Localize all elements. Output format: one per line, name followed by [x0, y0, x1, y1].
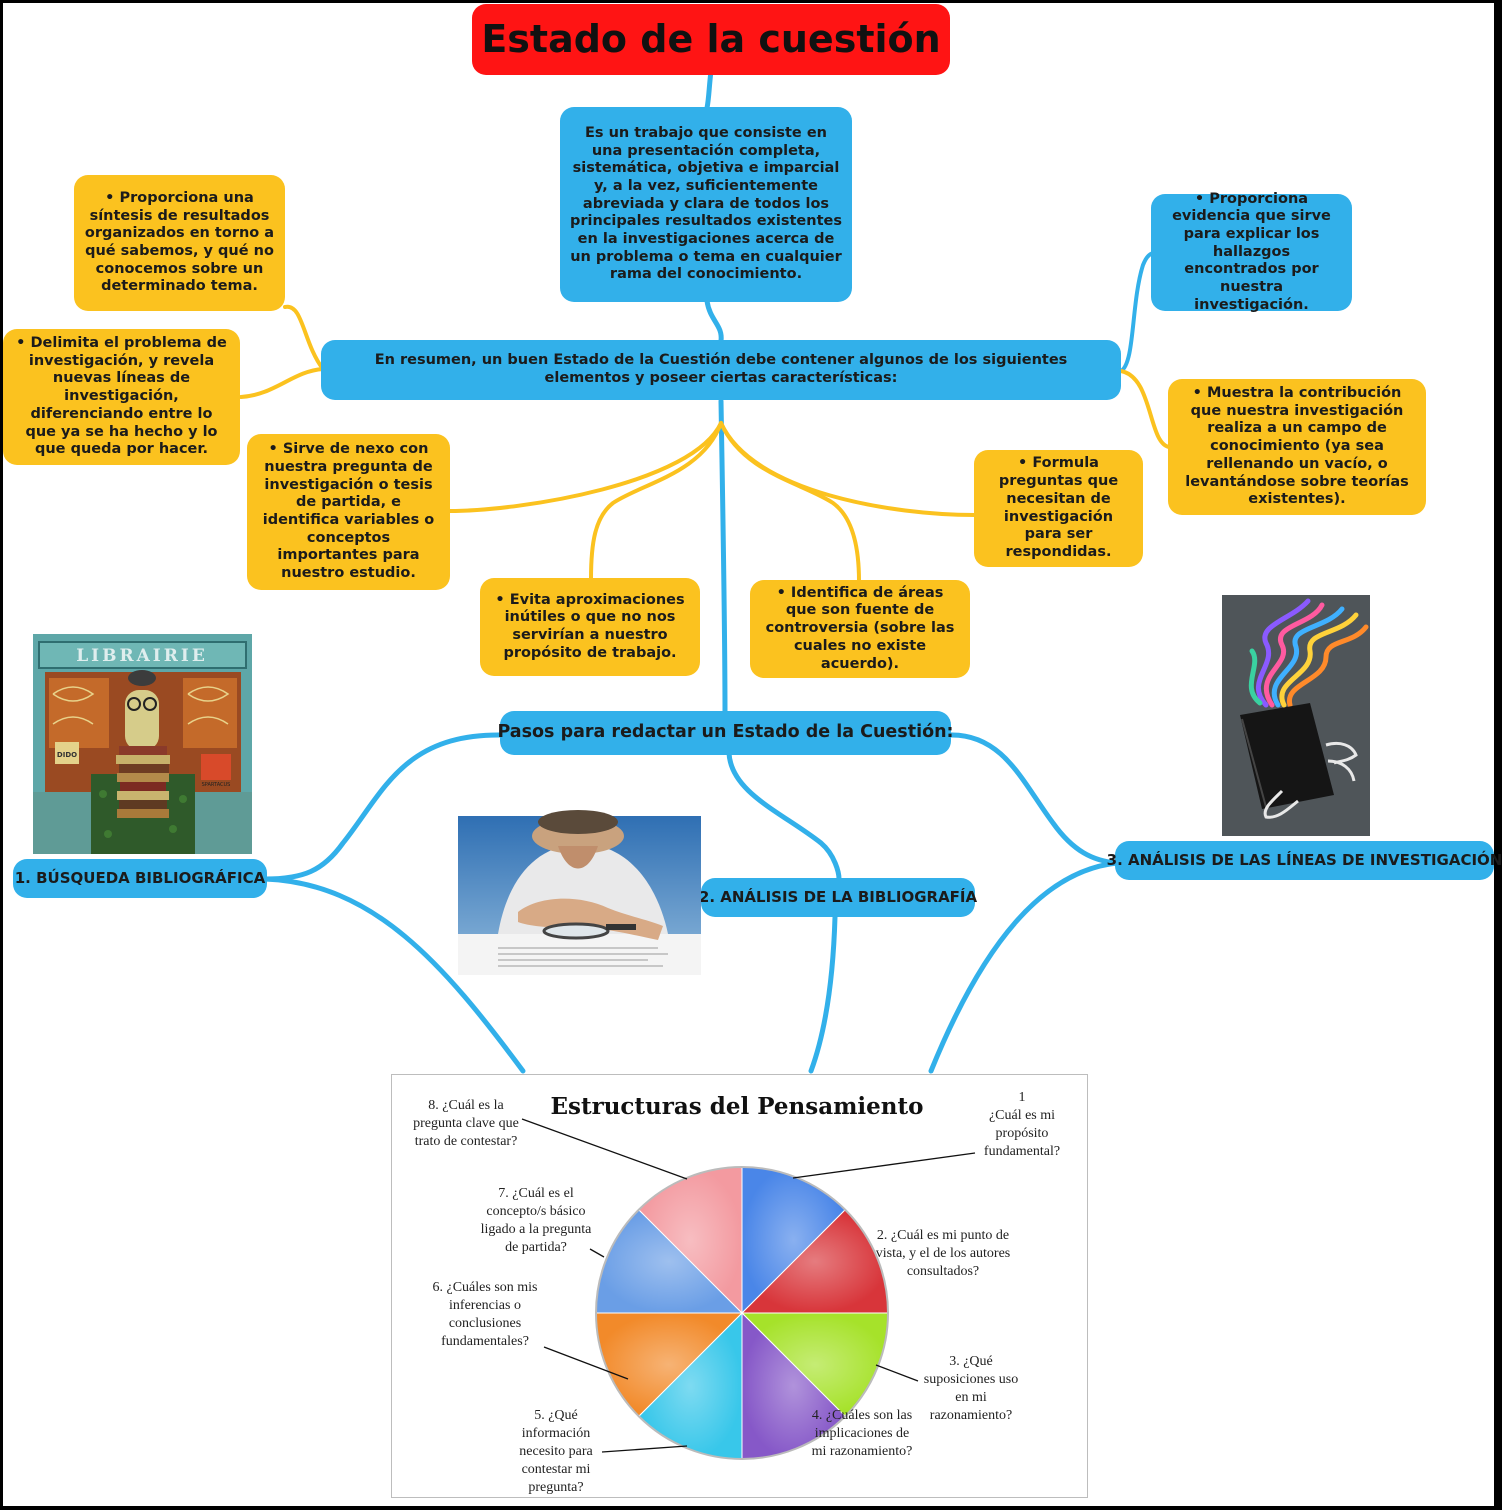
step-3-analisis-lineas[interactable]: 3. ANÁLISIS DE LAS LÍNEAS DE INVESTIGACI… — [1107, 841, 1502, 880]
steps-title[interactable]: Pasos para redactar un Estado de la Cues… — [497, 711, 954, 755]
connector-delimita — [239, 367, 325, 399]
pie-label-3: 3. ¿Qué suposiciones uso en mi razonamie… — [923, 1354, 1019, 1423]
connector-title-definition — [704, 68, 714, 111]
chart-title: Estructuras del Pensamiento — [550, 1093, 924, 1120]
leader-line-6 — [543, 1346, 629, 1380]
connector-sintesis — [283, 304, 325, 371]
element-formula[interactable]: • Formula preguntas que necesitan de inv… — [974, 450, 1143, 567]
pie-label-1: 1 ¿Cuál es mi propósito fundamental? — [983, 1090, 1061, 1159]
connector-summary-steps — [718, 398, 728, 718]
leader-line-3 — [875, 1364, 919, 1382]
element-identifica[interactable]: • Identifica de áreas que son fuente de … — [750, 580, 970, 678]
element-evita[interactable]: • Evita aproximaciones inútiles o que no… — [480, 578, 700, 676]
connector-steps-step1 — [262, 732, 506, 882]
element-delimita[interactable]: • Delimita el problema de investigación,… — [3, 329, 240, 465]
leader-line-1 — [792, 1152, 976, 1179]
svg-text:DIDO: DIDO — [57, 751, 77, 759]
connector-definition-summary — [704, 298, 724, 344]
connector-evita — [589, 421, 723, 581]
pie-slice-shine-7 — [596, 1209, 742, 1313]
pie-chart-panel: Estructuras del Pensamiento 1 ¿Cuál es m… — [391, 1074, 1088, 1498]
bookstore-sign-text: LIBRAIRIE — [76, 646, 208, 666]
leader-line-7 — [589, 1248, 605, 1258]
pie-label-6: 6. ¿Cuáles son mis inferencias o conclus… — [432, 1280, 538, 1349]
bookstore-illustration: LIBRAIRIE DIDO SPARTACUS — [33, 634, 252, 854]
connector-steps-step3 — [946, 732, 1120, 866]
pie-outline — [595, 1166, 889, 1460]
connector-nexo — [447, 421, 723, 513]
pie-label-5: 5. ¿Qué información necesito para contes… — [519, 1408, 593, 1495]
pie-slice-shine-5 — [638, 1313, 742, 1459]
step-1-busqueda[interactable]: 1. BÚSQUEDA BIBLIOGRÁFICA — [13, 859, 267, 898]
magnifying-glass-photo — [458, 810, 701, 975]
step-2-analisis-bibliografia[interactable]: 2. ANÁLISIS DE LA BIBLIOGRAFÍA — [699, 878, 977, 917]
pie-slice-shine-6 — [596, 1313, 742, 1417]
leader-line-8 — [521, 1118, 688, 1180]
pie-slice-shine-3 — [742, 1313, 888, 1417]
page-title[interactable]: Estado de la cuestión — [472, 4, 950, 75]
element-contribucion[interactable]: • Muestra la contribución que nuestra in… — [1168, 379, 1426, 515]
connector-summary-evidencia — [1119, 251, 1157, 373]
pie-label-4: 4. ¿Cuáles son las implicaciones de mi r… — [811, 1408, 913, 1459]
pie-label-8: 8. ¿Cuál es la pregunta clave que trato … — [413, 1098, 519, 1149]
mind-map-canvas: Estado de la cuestión Es un trabajo que … — [3, 3, 1502, 1506]
connector-steps-step2 — [726, 750, 842, 882]
connector-contribucion — [1119, 369, 1171, 449]
summary-node[interactable]: En resumen, un buen Estado de la Cuestió… — [321, 340, 1121, 400]
pie-slice-shine-8 — [638, 1167, 742, 1313]
definition-node[interactable]: Es un trabajo que consiste en una presen… — [560, 107, 852, 302]
connector-step3-chart — [928, 860, 1120, 1074]
connector-lines — [239, 68, 1171, 1074]
connector-step1-chart — [262, 876, 526, 1074]
element-evidencia[interactable]: • Proporciona evidencia que sirve para e… — [1151, 191, 1352, 313]
svg-text:SPARTACUS: SPARTACUS — [202, 782, 231, 788]
pie-label-2: 2. ¿Cuál es mi punto de vista, y el de l… — [875, 1228, 1011, 1279]
leader-line-5 — [601, 1445, 688, 1453]
pie-chart — [521, 1118, 976, 1460]
pie-slice-shine-2 — [742, 1209, 888, 1313]
connector-step2-chart — [808, 914, 838, 1074]
element-nexo[interactable]: • Sirve de nexo con nuestra pregunta de … — [247, 434, 450, 590]
pie-slice-shine-4 — [742, 1313, 846, 1459]
connector-formula — [719, 421, 977, 517]
pie-label-7: 7. ¿Cuál es el concepto/s básico ligado … — [480, 1186, 592, 1255]
pie-slice-shine-1 — [742, 1167, 846, 1313]
book-ribbons-illustration — [1222, 595, 1370, 836]
element-sintesis[interactable]: • Proporciona una síntesis de resultados… — [74, 175, 285, 311]
connector-identifica — [719, 421, 861, 583]
